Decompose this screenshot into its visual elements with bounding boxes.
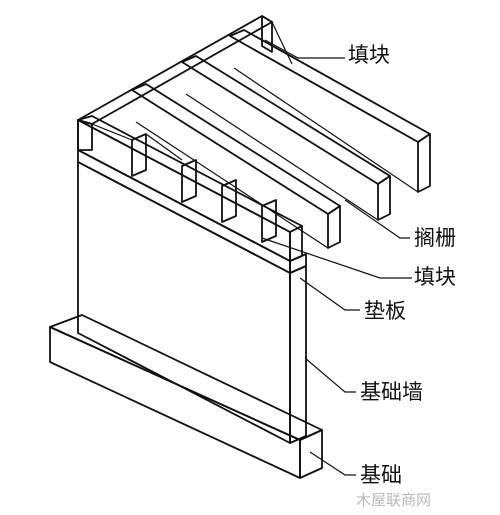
label-foundation-wall: 基础墙 <box>360 380 423 404</box>
rim-front-top <box>77 115 303 233</box>
wall-front <box>77 161 291 444</box>
rim-left-top <box>77 15 273 125</box>
leader-foundation-wall <box>304 357 356 393</box>
blocking-top <box>261 15 293 65</box>
label-rim-block-front: 填块 <box>414 265 456 289</box>
leader-sill-plate <box>299 277 360 311</box>
leader-rim-block-top <box>264 39 345 59</box>
leader-lines <box>261 39 412 476</box>
footing-front <box>49 326 301 479</box>
sill-plate-front <box>77 149 291 274</box>
footing-side <box>299 429 323 479</box>
footing <box>49 314 323 479</box>
label-joists: 搁栅 <box>414 226 456 250</box>
joist-3 <box>131 83 341 249</box>
leader-footing <box>309 451 356 476</box>
leader-joists <box>344 199 410 239</box>
label-sill-plate: 垫板 <box>364 299 406 323</box>
foundation-wall <box>77 161 307 444</box>
blocking-front <box>91 123 277 243</box>
joist-2 <box>181 55 391 221</box>
footing-top <box>49 314 323 441</box>
label-rim-block-top: 填块 <box>348 43 390 67</box>
leader-rim-block-front <box>261 237 412 279</box>
label-footing: 基础 <box>360 463 402 487</box>
joists <box>131 29 431 249</box>
joist-1 <box>229 29 431 193</box>
watermark: 木屋联商网 <box>356 491 431 509</box>
